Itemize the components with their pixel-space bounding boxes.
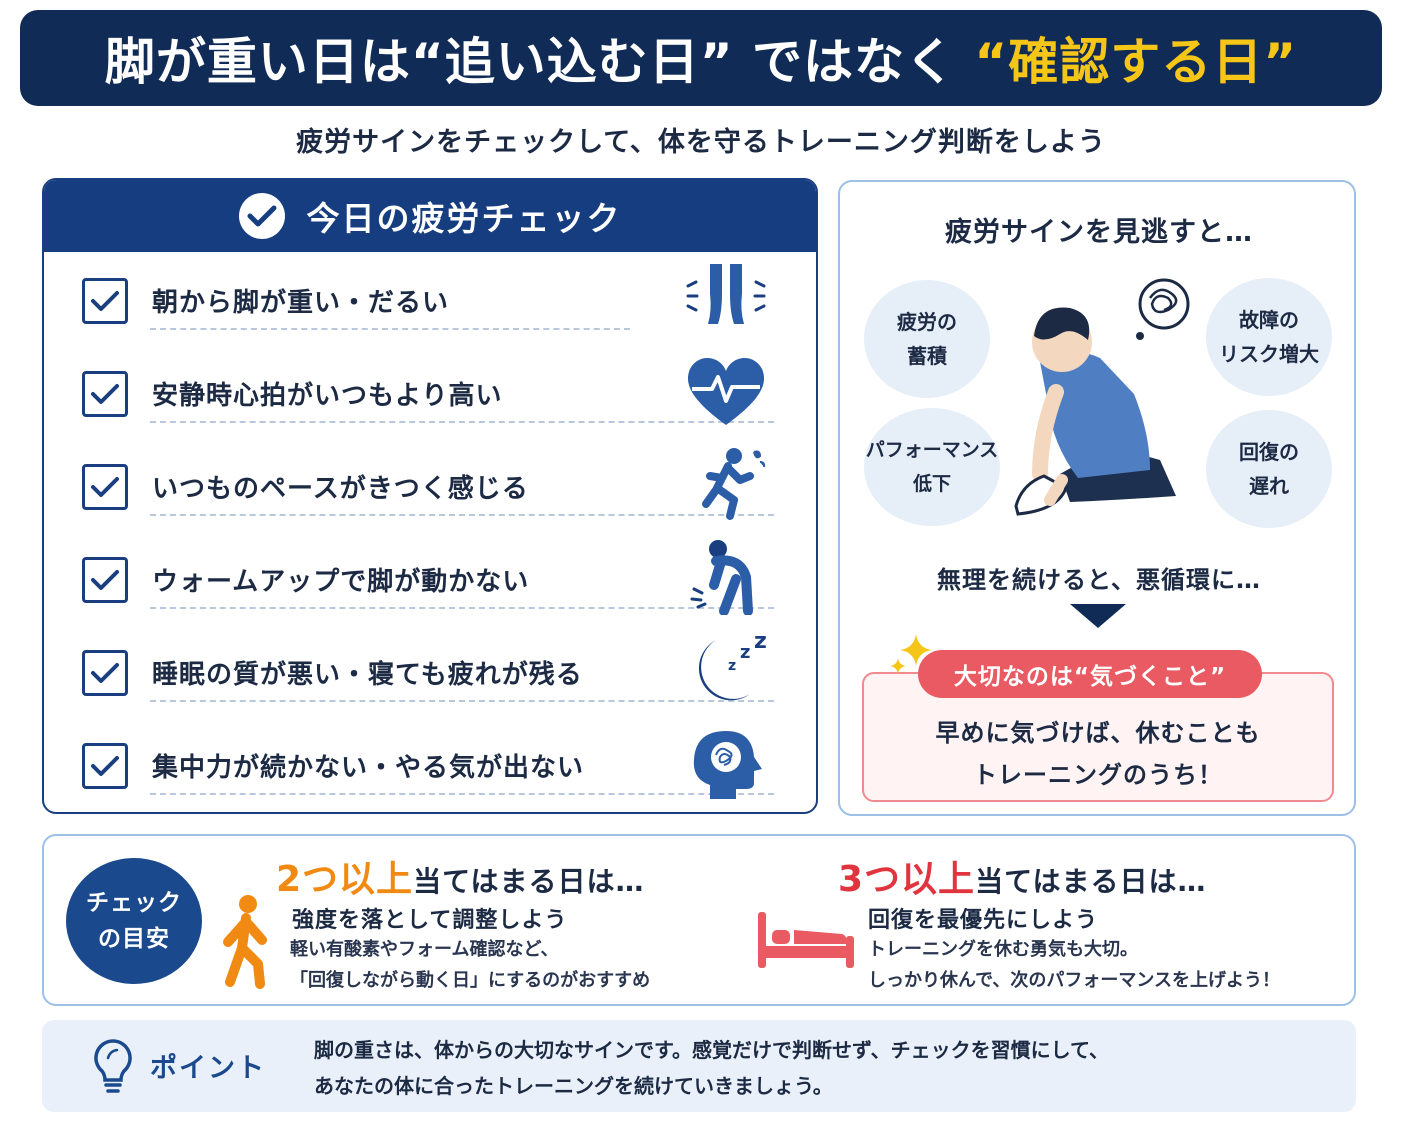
- title-part-2: “追い込む日”: [410, 33, 734, 91]
- heart-rate-icon: [687, 357, 765, 425]
- sitting-tired-person-illustration: [1014, 278, 1190, 516]
- bubble-injury-risk: 故障のリスク増大: [1206, 278, 1332, 396]
- checklist-title: 今日の疲労チェック: [306, 199, 622, 238]
- check-item-label: 朝から脚が重い・だるい: [152, 288, 450, 318]
- guideline-badge: チェック の目安: [66, 858, 202, 984]
- point-message: 脚の重さは、体からの大切なサインです。感覚だけで判断せず、チェックを習慣にして、…: [314, 1038, 1109, 1098]
- down-arrow-icon: [1070, 604, 1126, 628]
- svg-text:z: z: [728, 658, 736, 674]
- bubble-performance-drop: パフォーマンス低下: [864, 408, 1000, 526]
- guideline-three-or-more-description: トレーニングを休む勇気も大切。 しっかり休んで、次のパフォーマンスを上げよう！: [868, 939, 1281, 991]
- bubble-recovery-delay: 回復の遅れ: [1206, 410, 1332, 528]
- check-item-label: ウォームアップで脚が動かない: [152, 567, 530, 597]
- runner-icon: [702, 448, 766, 520]
- checklist-header: 今日の疲労チェック: [44, 180, 816, 252]
- checkbox-checked[interactable]: [82, 557, 128, 603]
- check-guideline-box: チェック の目安 2つ以上当てはまる日は… 強度を落として調整しよう 軽い有酸素…: [42, 834, 1356, 1006]
- check-item-focus[interactable]: 集中力が続かない・やる気が出ない: [44, 731, 816, 812]
- key-message-tag: 大切なのは“気づくこと”: [918, 650, 1262, 698]
- check-item-warmup[interactable]: ウォームアップで脚が動かない: [44, 540, 816, 649]
- bed-icon: [758, 912, 854, 968]
- sign-panel-title: 疲労サインを見逃すと…: [945, 217, 1253, 248]
- title-part-1: 脚が重い日は: [104, 33, 411, 91]
- guideline-two-or-more-description: 軽い有酸素やフォーム確認など、 「回復しながら動く日」にするのがおすすめ: [290, 939, 651, 991]
- subtitle: 疲労サインをチェックして、体を守るトレーニング判断をしよう: [296, 127, 1106, 158]
- checkbox-checked[interactable]: [82, 371, 128, 417]
- fatigue-sign-panel: 疲労サインを見逃すと… 疲労の蓄積 故障のリスク増大 パフォーマンス低下 回復の…: [838, 180, 1356, 816]
- tired-person-icon: [690, 540, 753, 615]
- title-highlight: “確認する日”: [974, 33, 1298, 91]
- checkbox-checked[interactable]: [82, 464, 128, 510]
- title-part-3: ではなく: [752, 33, 956, 91]
- title-banner: 脚が重い日は“追い込む日” ではなく “確認する日”: [20, 10, 1382, 106]
- point-label: ポイント: [150, 1053, 266, 1084]
- point-box: ポイント 脚の重さは、体からの大切なサインです。感覚だけで判断せず、チェックを習…: [42, 1020, 1356, 1112]
- vicious-cycle-warning: 無理を続けると、悪循環に…: [936, 566, 1262, 594]
- check-item-label: いつものペースがきつく感じる: [152, 474, 529, 504]
- guideline-two-or-more-heading: 2つ以上当てはまる日は…: [276, 859, 645, 900]
- check-item-label: 安静時心拍がいつもより高い: [152, 381, 503, 411]
- check-circle-icon: [238, 193, 285, 239]
- check-item-label: 睡眠の質が悪い・寝ても疲れが残る: [152, 660, 583, 690]
- svg-text:z: z: [754, 632, 767, 654]
- check-item-heart-rate[interactable]: 安静時心拍がいつもより高い: [44, 357, 816, 463]
- check-item-pace[interactable]: いつものペースがきつく感じる: [44, 448, 816, 556]
- check-item-heavy-legs[interactable]: 朝から脚が重い・だるい: [44, 264, 816, 370]
- moon-sleep-icon: z z z: [698, 632, 767, 701]
- key-message-text: 早めに気づけば、休むことも トレーニングのうち！: [935, 719, 1261, 789]
- svg-text:z: z: [740, 642, 750, 663]
- sparkle-icon: [890, 634, 932, 674]
- checkbox-checked[interactable]: [82, 650, 128, 696]
- check-item-label: 集中力が続かない・やる気が出ない: [152, 753, 585, 783]
- guideline-three-or-more-advice: 回復を最優先にしよう: [868, 908, 1099, 933]
- checkbox-checked[interactable]: [82, 743, 128, 789]
- fatigue-checklist-panel: 今日の疲労チェック 朝から脚が重い・だるい 安静時心拍がいつもより高い いつもの…: [42, 178, 818, 814]
- check-item-sleep[interactable]: 睡眠の質が悪い・寝ても疲れが残る z z z: [44, 632, 816, 742]
- lightbulb-icon: [94, 1039, 132, 1093]
- bubble-fatigue-accumulation: 疲労の蓄積: [864, 280, 990, 398]
- page-title: 脚が重い日は“追い込む日” ではなく “確認する日”: [105, 22, 1297, 94]
- guideline-three-or-more-heading: 3つ以上当てはまる日は…: [838, 859, 1207, 900]
- brain-fog-icon: [693, 731, 762, 799]
- walking-person-icon: [223, 895, 267, 989]
- checkbox-checked[interactable]: [82, 278, 128, 324]
- heavy-legs-icon: [686, 264, 766, 324]
- guideline-two-or-more-advice: 強度を落として調整しよう: [292, 908, 568, 933]
